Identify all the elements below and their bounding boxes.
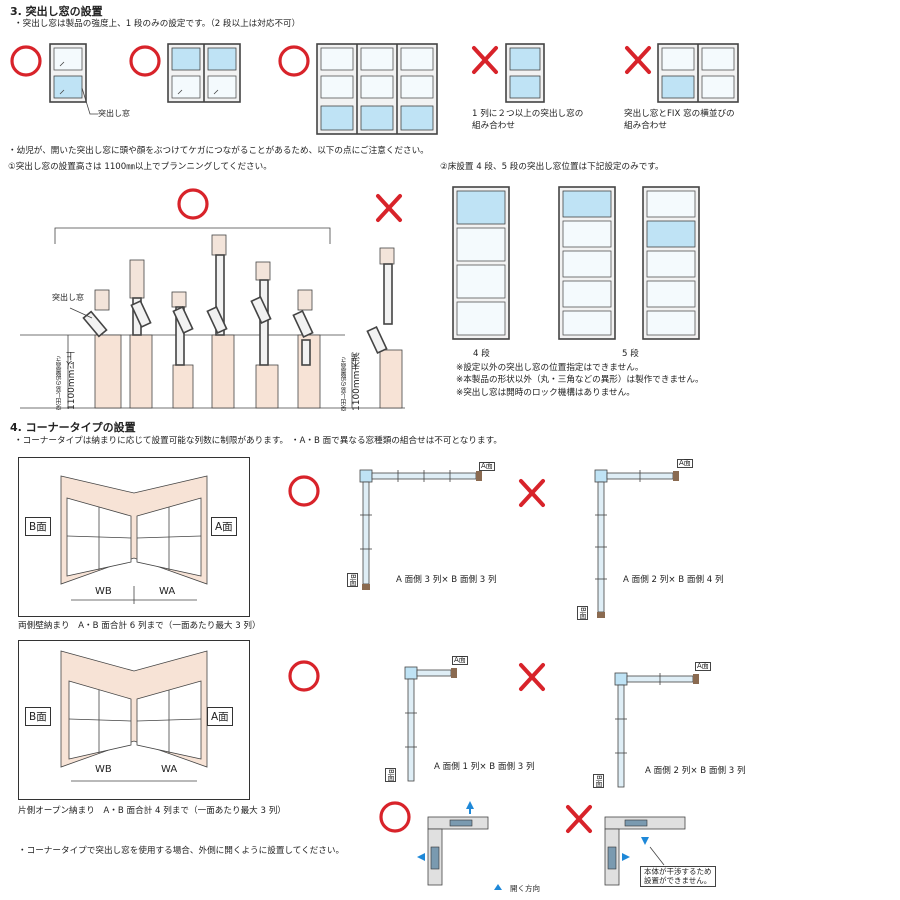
note-item: ※設定以外の突出し窓の位置指定はできません。 bbox=[456, 363, 644, 373]
ok-mark bbox=[278, 45, 310, 77]
row1-ng-caption: A 面側 2 列× B 面側 4 列 bbox=[623, 575, 724, 585]
step4-label: 4 段 bbox=[473, 349, 490, 359]
a-face-tag: A面 bbox=[452, 656, 468, 665]
open-sashes bbox=[82, 295, 388, 355]
b-face-tag: B面 bbox=[577, 606, 588, 620]
wa-label: WA bbox=[159, 586, 176, 597]
window-label: 突出し窓 bbox=[98, 109, 130, 118]
row2-ng-caption: A 面側 2 列× B 面側 3 列 bbox=[645, 766, 746, 776]
b-face-label: B面 bbox=[25, 707, 51, 726]
section3-note: ・突出し窓は製品の強度上、1 段のみの設定です。（2 段以上は対応不可） bbox=[14, 19, 301, 29]
a-face-label: A面 bbox=[211, 517, 237, 536]
step5-label: 5 段 bbox=[622, 349, 639, 359]
plan-views bbox=[288, 469, 699, 890]
ok-mark bbox=[288, 660, 320, 692]
ng2-caption: 突出し窓とFIX 窓の横並びの 組み合わせ bbox=[624, 109, 735, 132]
section3-title: 3. 突出し窓の設置 bbox=[10, 5, 103, 18]
interference-note: 本体が干渉するため 設置ができません。 bbox=[640, 866, 716, 888]
both-wall-caption: 両側壁納まり A・B 面合計 6 列まで（一面あたり最大 3 列） bbox=[18, 621, 261, 631]
caution-1: ①突出し窓の設置高さは 1100㎜以上でプランニングしてください。 bbox=[8, 162, 272, 172]
a-face-tag: A面 bbox=[695, 662, 711, 671]
notes-list: ※設定以外の突出し窓の位置指定はできません。 ※本製品の形状以外（丸・三角などの… bbox=[456, 362, 704, 399]
step-windows bbox=[452, 186, 700, 340]
open-direction-legend: 開く方向 bbox=[510, 884, 540, 893]
row2-ok-caption: A 面側 1 列× B 面側 3 列 bbox=[434, 762, 535, 772]
note-item: ※本製品の形状以外（丸・三角などの異形）は製作できません。 bbox=[456, 375, 704, 386]
height-ng-sub: 突出し窓の設置高さ bbox=[341, 357, 348, 411]
section4-title: 4. コーナータイプの設置 bbox=[10, 421, 136, 434]
b-face-tag: B面 bbox=[593, 774, 604, 788]
height-ok-sub: 突出し窓の設置高さ bbox=[56, 356, 63, 410]
ok-mark bbox=[129, 45, 161, 77]
wb-label: WB bbox=[95, 586, 112, 597]
b-face-label: B面 bbox=[25, 517, 51, 536]
ng1-caption: 1 列に２つ以上の突出し窓の 組み合わせ bbox=[472, 109, 584, 132]
corner-note: ・コーナータイプで突出し窓を使用する場合、外側に開くように設置してください。 bbox=[18, 846, 345, 856]
caution-text: ・幼児が、開いた突出し窓に頭や顔をぶつけてケガにつながることがあるため、以下の点… bbox=[8, 146, 429, 156]
a-face-label: A面 bbox=[207, 707, 233, 726]
window-combination-figures bbox=[10, 43, 739, 135]
sash-label: 突出し窓 bbox=[52, 293, 84, 302]
ok-mark bbox=[10, 45, 42, 77]
ok-mark bbox=[288, 475, 320, 507]
wall-columns bbox=[94, 234, 403, 409]
ok-mark bbox=[177, 188, 209, 220]
wa-label: WA bbox=[161, 764, 178, 775]
b-face-tag: B面 bbox=[347, 573, 358, 587]
corner-one-open-figure: B面 A面 WB WA bbox=[18, 640, 250, 800]
height-ok-label: 1100mm以上 bbox=[67, 351, 77, 410]
caution-2: ②床設置 4 段、5 段の突出し窓位置は下記設定のみです。 bbox=[440, 162, 664, 172]
row1-ok-caption: A 面側 3 列× B 面側 3 列 bbox=[396, 575, 497, 585]
a-face-tag: A面 bbox=[479, 462, 495, 471]
section4-note: ・コーナータイプは納まりに応じて設置可能な列数に制限があります。 ・A・B 面で… bbox=[14, 436, 502, 446]
height-diagram bbox=[20, 188, 405, 409]
note-item: ※突出し窓は開時のロック機構はありません。 bbox=[456, 387, 635, 398]
a-face-tag: A面 bbox=[677, 459, 693, 468]
wb-label: WB bbox=[95, 764, 112, 775]
b-face-tag: B面 bbox=[385, 768, 396, 782]
ok-mark bbox=[379, 801, 411, 833]
one-open-caption: 片側オープン納まり A・B 面合計 4 列まで（一面あたり最大 3 列） bbox=[18, 806, 286, 816]
height-ng-label: 1100mm未満 bbox=[352, 352, 362, 411]
corner-both-wall-figure: B面 A面 WB WA bbox=[18, 457, 250, 617]
